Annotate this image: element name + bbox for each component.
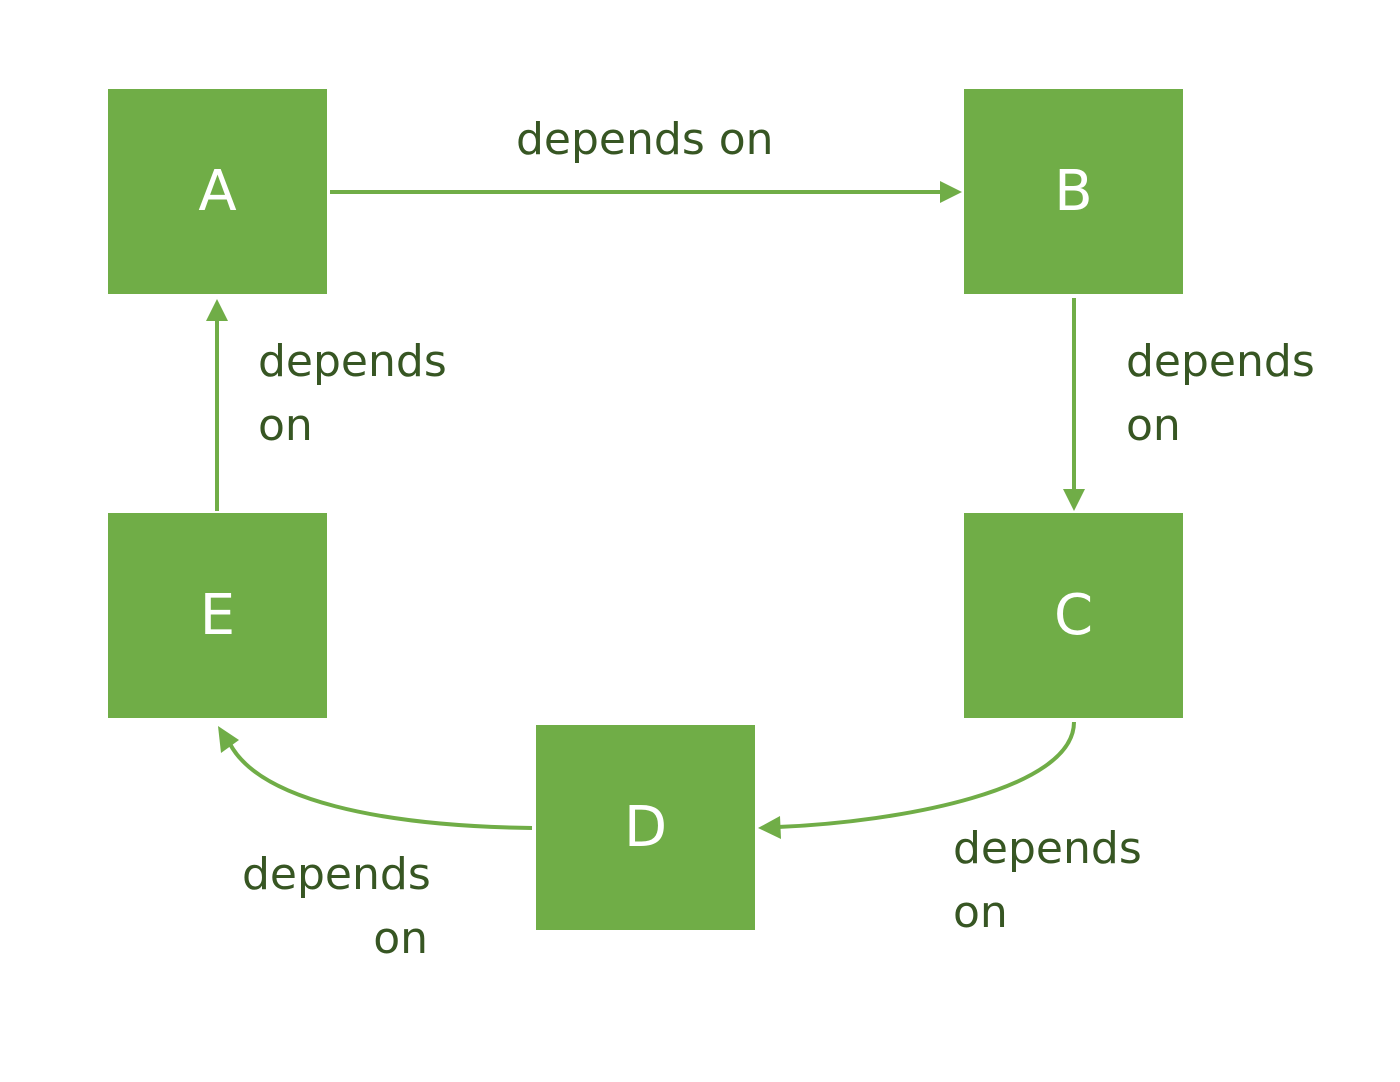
edge-a-to-b-label-line-1: depends on <box>516 114 774 165</box>
edge-b-to-c-arrowhead <box>1063 489 1085 511</box>
edge-c-to-d-curve <box>777 721 1076 829</box>
edge-b-to-c-label: depends on <box>1126 330 1315 458</box>
edge-d-to-e-curve <box>228 743 533 830</box>
edge-a-to-b-arrowhead <box>940 181 962 203</box>
edge-c-to-d-arrowhead <box>758 816 781 839</box>
edge-b-to-c-label-line-2: on <box>1126 400 1181 451</box>
edge-c-to-d-label-line-2: on <box>953 887 1008 938</box>
node-e-label: E <box>199 583 236 648</box>
edge-d-to-e-arrowhead <box>218 726 239 753</box>
node-d-label: D <box>623 795 668 860</box>
node-e: E <box>108 513 327 718</box>
edge-b-to-c-label-line-1: depends <box>1126 336 1315 387</box>
node-b-label: B <box>1054 159 1093 224</box>
edge-e-to-a-label: depends on <box>258 330 447 458</box>
edge-a-to-b-label: depends on <box>516 108 774 172</box>
edge-e-to-a-label-line-1: depends <box>258 336 447 387</box>
edge-d-to-e-label-line-2: on <box>373 913 428 964</box>
node-a: A <box>108 89 327 294</box>
node-d: D <box>536 725 755 930</box>
edge-c-to-d-label: depends on <box>953 817 1142 945</box>
node-c-label: C <box>1053 583 1094 648</box>
edge-e-to-a-arrowhead <box>206 299 228 321</box>
edge-d-to-e-label-line-1: depends <box>242 849 431 900</box>
edge-c-to-d-label-line-1: depends <box>953 823 1142 874</box>
node-c: C <box>964 513 1183 718</box>
edge-e-to-a-label-line-2: on <box>258 400 313 451</box>
edge-d-to-e-label: depends on <box>242 843 431 971</box>
node-a-label: A <box>198 159 237 224</box>
node-b: B <box>964 89 1183 294</box>
